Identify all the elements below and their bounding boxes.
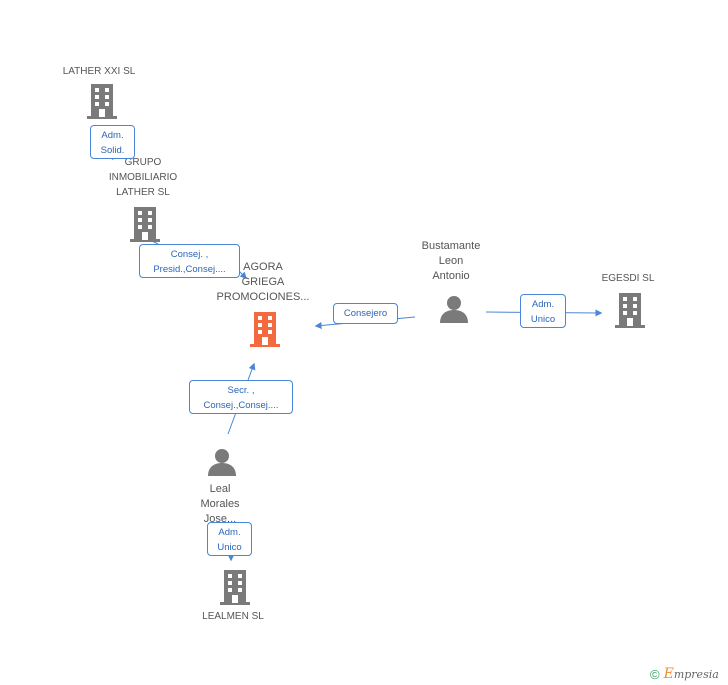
building-icon-egesdi[interactable] bbox=[615, 293, 645, 328]
edge-label-consej-presid[interactable]: Consej. , Presid.,Consej.... bbox=[139, 244, 240, 278]
edge-label-consejero[interactable]: Consejero bbox=[333, 303, 398, 324]
edge-label-adm-unico-lealmen[interactable]: Adm. Unico bbox=[207, 522, 252, 556]
building-icon-lealmen[interactable] bbox=[220, 570, 250, 605]
brand-name: mpresia bbox=[673, 667, 719, 681]
building-icon-grupo[interactable] bbox=[130, 207, 160, 242]
person-icon-bustamante[interactable] bbox=[440, 296, 468, 323]
node-label-lather-xxi[interactable]: LATHER XXI SL bbox=[62, 66, 136, 77]
node-label-agora[interactable]: AGORA GRIEGA PROMOCIONES... bbox=[216, 261, 310, 303]
edge-label-adm-solid[interactable]: Adm. Solid. bbox=[90, 125, 135, 159]
building-icon-agora-highlighted[interactable] bbox=[250, 312, 280, 347]
empresia-logo: © E mpresia bbox=[650, 666, 719, 682]
edge-label-secr-consej[interactable]: Secr. , Consej.,Consej.... bbox=[189, 380, 293, 414]
person-icon-leal[interactable] bbox=[208, 449, 236, 476]
edge-label-adm-unico-egesdi[interactable]: Adm. Unico bbox=[520, 294, 566, 328]
brand-initial: E bbox=[663, 666, 674, 682]
building-icon-lather-xxi[interactable] bbox=[87, 84, 117, 119]
node-label-leal[interactable]: Leal Morales Jose... bbox=[200, 483, 240, 525]
node-label-lealmen[interactable]: LEALMEN SL bbox=[202, 611, 264, 622]
node-label-egesdi[interactable]: EGESDI SL bbox=[601, 273, 655, 284]
node-label-grupo[interactable]: GRUPO INMOBILIARIO LATHER SL bbox=[108, 157, 178, 198]
node-label-bustamante[interactable]: Bustamante Leon Antonio bbox=[421, 240, 481, 282]
copyright-icon: © bbox=[650, 666, 660, 682]
